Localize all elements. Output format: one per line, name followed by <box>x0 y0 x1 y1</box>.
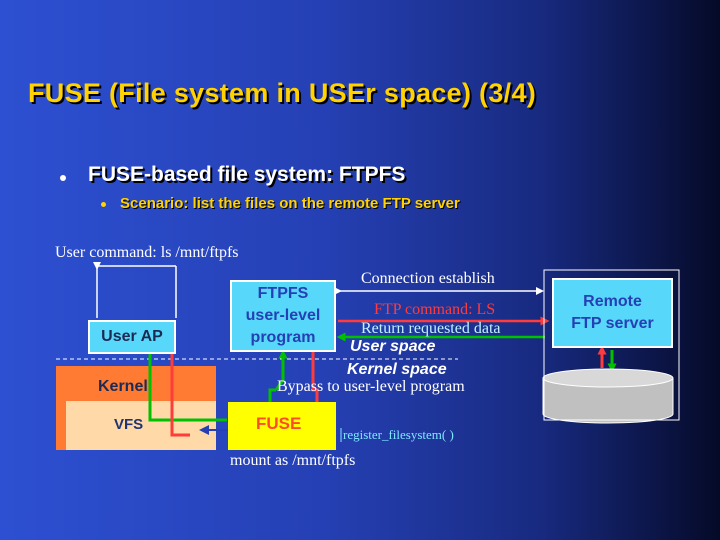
register-filesystem-label: register_filesystem( ) <box>343 427 454 442</box>
fuse-label: FUSE <box>256 414 302 433</box>
ftp-command-label: FTP command: LS <box>374 301 496 318</box>
ftpfs-program-box: FTPFS user-level program <box>230 280 336 352</box>
remote-frame <box>543 269 680 421</box>
mount-label: mount as /mnt/ftpfs <box>230 452 356 469</box>
bullet-sub: Scenario: list the files on the remote F… <box>120 195 460 212</box>
slide-title: FUSE (File system in USEr space) (3/4) <box>28 78 537 108</box>
green-path-down <box>148 354 227 422</box>
red-return-path <box>311 352 319 402</box>
connection-label: Connection establish <box>361 270 495 287</box>
ftpfs-line-3: program <box>250 329 316 346</box>
red-path-to-vfs <box>170 350 190 437</box>
user-ap-label: User AP <box>101 328 163 345</box>
green-bypass-path <box>268 388 276 402</box>
return-data-label: Return requested data <box>361 320 501 337</box>
user-space-label: User space <box>350 338 436 355</box>
user-ap-box: User AP <box>88 320 176 354</box>
green-bypass-up <box>274 349 288 391</box>
remote-line-1: Remote <box>583 293 642 310</box>
sub-bullet-dot <box>101 202 106 207</box>
fuse-box <box>228 402 336 450</box>
ftpfs-line-1: FTPFS <box>257 285 309 302</box>
remote-line-2: FTP server <box>571 315 654 332</box>
bullet-dot <box>60 175 66 181</box>
vfs-box <box>66 401 216 450</box>
kernel-space-label: Kernel space <box>347 361 447 378</box>
remote-ftp-server-box: Remote FTP server <box>552 278 673 348</box>
ftpfs-line-2: user-level <box>245 307 321 324</box>
disk-cylinder-icon <box>542 368 674 424</box>
kernel-label: Kernel <box>98 378 148 395</box>
vfs-label: VFS <box>114 416 144 433</box>
bullet-main: FUSE-based file system: FTPFS <box>88 163 406 186</box>
user-command-label: User command: ls /mnt/ftpfs <box>55 244 239 261</box>
bypass-label: Bypass to user-level program <box>277 378 465 395</box>
